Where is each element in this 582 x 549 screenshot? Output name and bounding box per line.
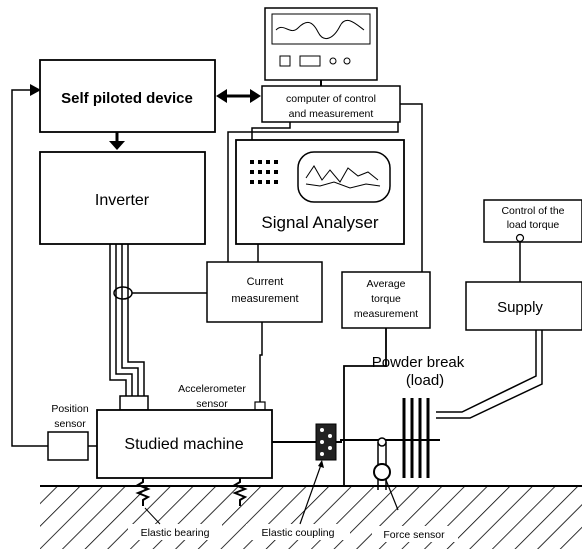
elastic-coupling-pointer: [299, 461, 323, 525]
position-feedback-line: [11, 89, 48, 447]
coupling-pattern: [320, 428, 332, 456]
position-sensor-label-line2: sensor: [54, 418, 86, 430]
analyser-screen-trace: [305, 165, 381, 189]
average-torque-line2: torque: [371, 293, 401, 305]
computer-to-torque-line: [400, 103, 423, 272]
elastic-bearing-spring-left: [135, 478, 151, 506]
inverter-box: [39, 151, 206, 245]
elastic-bearing-pointer: [144, 507, 161, 525]
comm-link-arrow-left: [216, 89, 227, 103]
inverter-label: Inverter: [95, 192, 150, 209]
self-piloted-device-label: Self piloted device: [61, 90, 193, 107]
comm-link-arrow-right: [250, 89, 261, 103]
monitor-knob-a: [329, 57, 337, 65]
load-torque-control-line1: Control of the: [501, 205, 564, 217]
computer-label-line2: and measurement: [289, 108, 374, 120]
load-torque-control-line2: load torque: [507, 219, 560, 231]
accelerometer-sensor: [254, 401, 266, 411]
monitor-display-slot: [299, 55, 321, 67]
powder-break-label-line2: (load): [406, 372, 444, 389]
current-measurement-box: [206, 261, 323, 323]
supply-label: Supply: [497, 299, 543, 316]
load-torque-knob-icon: [515, 233, 525, 243]
position-sensor-label-line1: Position: [51, 403, 89, 415]
elastic-bearing-label-bg: [128, 524, 222, 540]
accelerometer-label-line1: Accelerometer: [178, 383, 246, 395]
analyser-keypad-icon: [250, 160, 278, 184]
computer-label-line1: computer of control: [286, 93, 376, 105]
accelerometer-label-line2: sensor: [196, 398, 228, 410]
computer-box: [261, 85, 401, 123]
elastic-coupling-icon: [315, 423, 337, 461]
monitor-waveform: [275, 19, 365, 40]
position-sensor-box: [47, 431, 89, 461]
load-torque-control-box: [483, 199, 582, 243]
average-torque-line3: measurement: [354, 308, 418, 320]
force-sensor-pointer: [385, 479, 399, 511]
elastic-bearing-spring-right: [232, 478, 248, 506]
inverter-power-cables: [109, 244, 145, 396]
average-torque-box: [341, 271, 431, 329]
current-measurement-line1: Current: [247, 276, 284, 288]
monitor-button-a: [279, 55, 291, 67]
force-sensor-icon: [373, 463, 391, 481]
powder-break-label-line1: Powder break: [372, 354, 465, 371]
supply-box: [465, 281, 582, 331]
elastic-coupling-pointer-head: [318, 460, 324, 468]
force-sensor-label-bg: [372, 526, 458, 542]
self-piloted-device-box: [39, 59, 216, 133]
supply-cable-a: [436, 330, 543, 419]
studied-machine-label: Studied machine: [124, 436, 243, 453]
monitor-knob-b: [343, 57, 351, 65]
elastic-coupling-label: Elastic coupling: [262, 527, 335, 539]
powder-brake-discs: [402, 398, 430, 478]
computer-to-current-line: [227, 122, 399, 262]
signal-analyser-label: Signal Analyser: [261, 213, 379, 232]
torque-to-brake-line: [343, 328, 387, 486]
elastic-bearing-label: Elastic bearing: [141, 527, 210, 539]
position-feedback-arrow: [30, 84, 41, 96]
analyser-screen: [297, 151, 391, 203]
average-torque-line1: Average: [367, 278, 406, 290]
control-to-inverter-arrow: [109, 141, 125, 150]
force-sensor-label: Force sensor: [383, 529, 445, 541]
power-connector: [119, 395, 149, 411]
current-measurement-line2: measurement: [231, 293, 298, 305]
monitor-screen: [271, 13, 371, 45]
supply-cable-b: [436, 330, 537, 413]
analyser-to-computer-line: [251, 122, 291, 140]
elastic-coupling-label-bg: [246, 524, 350, 540]
accelerometer-signal-line: [259, 322, 263, 404]
studied-machine-box: [96, 409, 273, 479]
